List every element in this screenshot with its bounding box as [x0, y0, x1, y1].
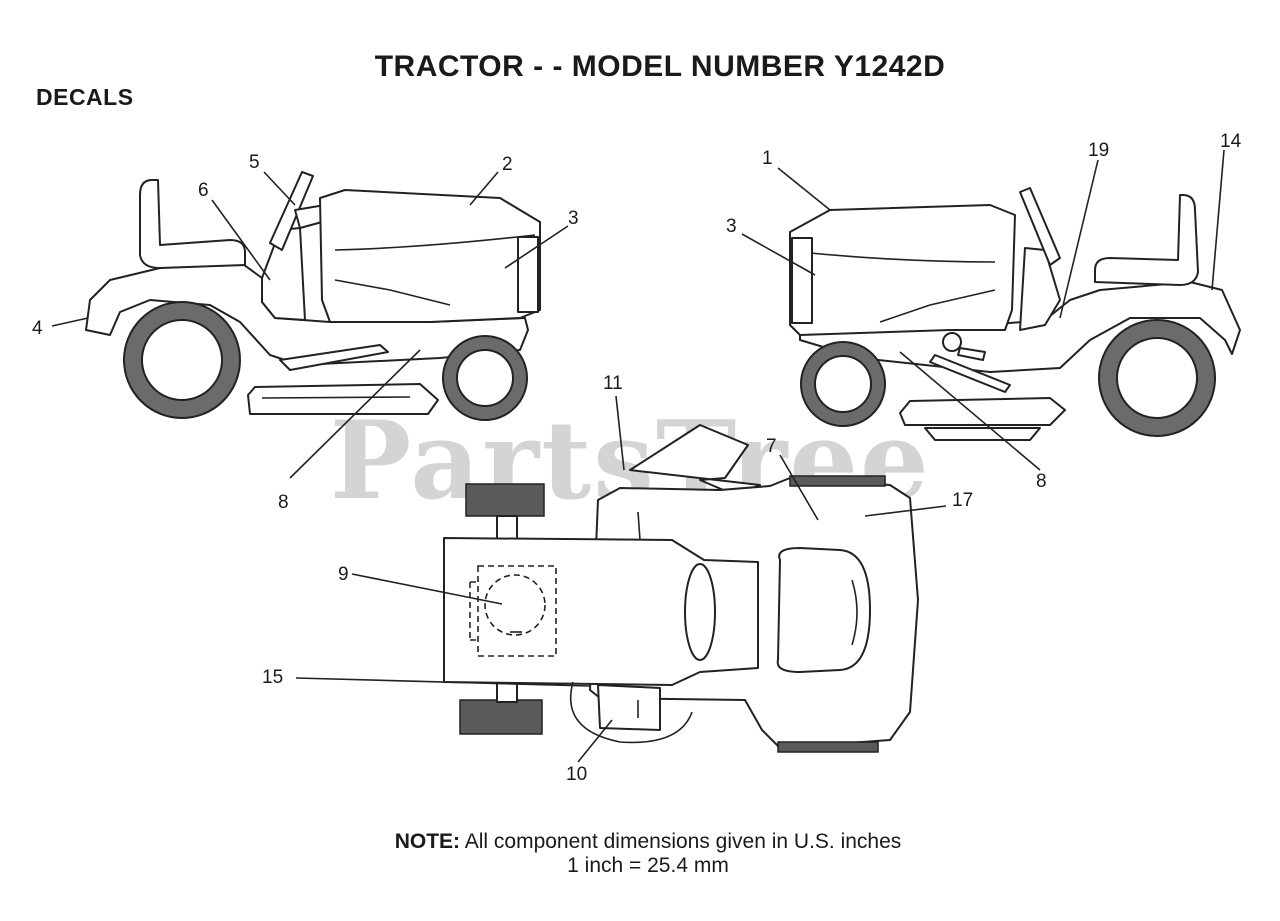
front-tire-top-upper — [789, 475, 886, 487]
tractor-right-view — [789, 187, 1241, 441]
callout-8-left: 8 — [278, 492, 289, 513]
dimension-note: NOTE: All component dimensions given in … — [0, 830, 1280, 878]
mower-deck-left — [247, 383, 439, 415]
callout-7: 7 — [766, 436, 777, 457]
callout-9: 9 — [338, 564, 349, 585]
tractor-left-view — [85, 171, 541, 421]
steering-wheel-right — [1019, 187, 1061, 266]
callout-19: 19 — [1088, 140, 1109, 161]
callout-3-left: 3 — [568, 208, 579, 229]
callout-4: 4 — [32, 318, 43, 339]
note-line-1: All component dimensions given in U.S. i… — [464, 830, 902, 853]
hood-right — [789, 204, 1016, 336]
seat-left — [139, 179, 246, 269]
front-grille-top — [684, 563, 716, 661]
note-label: NOTE: — [394, 830, 461, 853]
rear-tire-top-upper — [465, 483, 545, 517]
callout-15: 15 — [262, 667, 283, 688]
callout-17: 17 — [952, 490, 973, 511]
front-hood-oval — [776, 547, 871, 673]
section-title: DECALS — [36, 84, 134, 110]
note-line-2: 1 inch = 25.4 mm — [567, 854, 729, 877]
callout-leaders — [51, 149, 1225, 763]
callout-14: 14 — [1220, 131, 1242, 152]
callout-3-right: 3 — [726, 216, 737, 237]
callout-8-right: 8 — [1036, 471, 1047, 492]
hood-left — [319, 189, 541, 323]
callout-11: 11 — [603, 373, 623, 394]
front-tire-top-lower — [777, 741, 879, 753]
mower-deck-right — [899, 397, 1066, 426]
seat-right — [1094, 194, 1199, 286]
tractor-top-view — [443, 424, 919, 753]
steering-wheel-left — [269, 171, 314, 251]
callout-1: 1 — [762, 148, 773, 169]
rear-tire-top-lower — [459, 699, 543, 735]
callout-6: 6 — [198, 180, 209, 201]
decal-outline-9 — [477, 565, 557, 657]
engine-cover-top — [443, 537, 759, 686]
callout-2: 2 — [502, 154, 513, 175]
callout-10: 10 — [566, 764, 587, 785]
callout-numbers: 4 5 6 2 3 8 1 3 19 14 8 11 7 17 9 15 10 — [32, 131, 1242, 785]
seat-top — [629, 424, 761, 496]
diagram-title: TRACTOR - - MODEL NUMBER Y1242D — [374, 50, 946, 83]
callout-5: 5 — [249, 152, 260, 173]
